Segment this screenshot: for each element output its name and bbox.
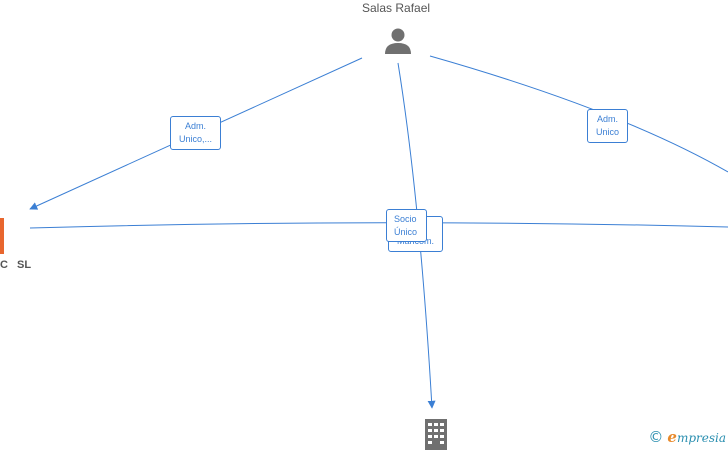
edge-label-center-front[interactable]: Socio Único <box>386 209 427 242</box>
edge-label-left-line2: Unico,... <box>178 134 212 144</box>
person-icon[interactable] <box>385 28 411 55</box>
edge-label-right[interactable]: Adm. Unico <box>587 109 628 143</box>
empresia-logo[interactable]: empresia <box>667 428 726 446</box>
company-left-name-suffix: SL <box>17 259 32 271</box>
company-left-name-start: C <box>0 259 8 271</box>
brand-initial: e <box>667 428 677 446</box>
edge-label-center-front-line1: Socio <box>394 214 417 224</box>
brand-rest: mpresia <box>676 431 726 445</box>
edge-label-center-front-line2: Único <box>394 227 418 237</box>
edge-label-left[interactable]: Adm. Unico,... <box>170 116 221 150</box>
footer-branding: © empresia <box>648 428 726 446</box>
copyright-symbol: © <box>648 428 664 446</box>
building-icon[interactable] <box>425 419 447 450</box>
edge-horizontal <box>29 222 728 229</box>
edge-person-to-right <box>429 55 728 173</box>
edge-label-right-line1: Adm. <box>596 114 618 124</box>
edge-label-left-line1: Adm. <box>184 121 206 131</box>
building-icon[interactable] <box>0 218 4 254</box>
company-left-label[interactable]: C SL <box>0 259 31 271</box>
edge-label-right-line2: Unico <box>595 127 619 137</box>
person-name-label[interactable]: Salas Rafael <box>362 1 431 15</box>
